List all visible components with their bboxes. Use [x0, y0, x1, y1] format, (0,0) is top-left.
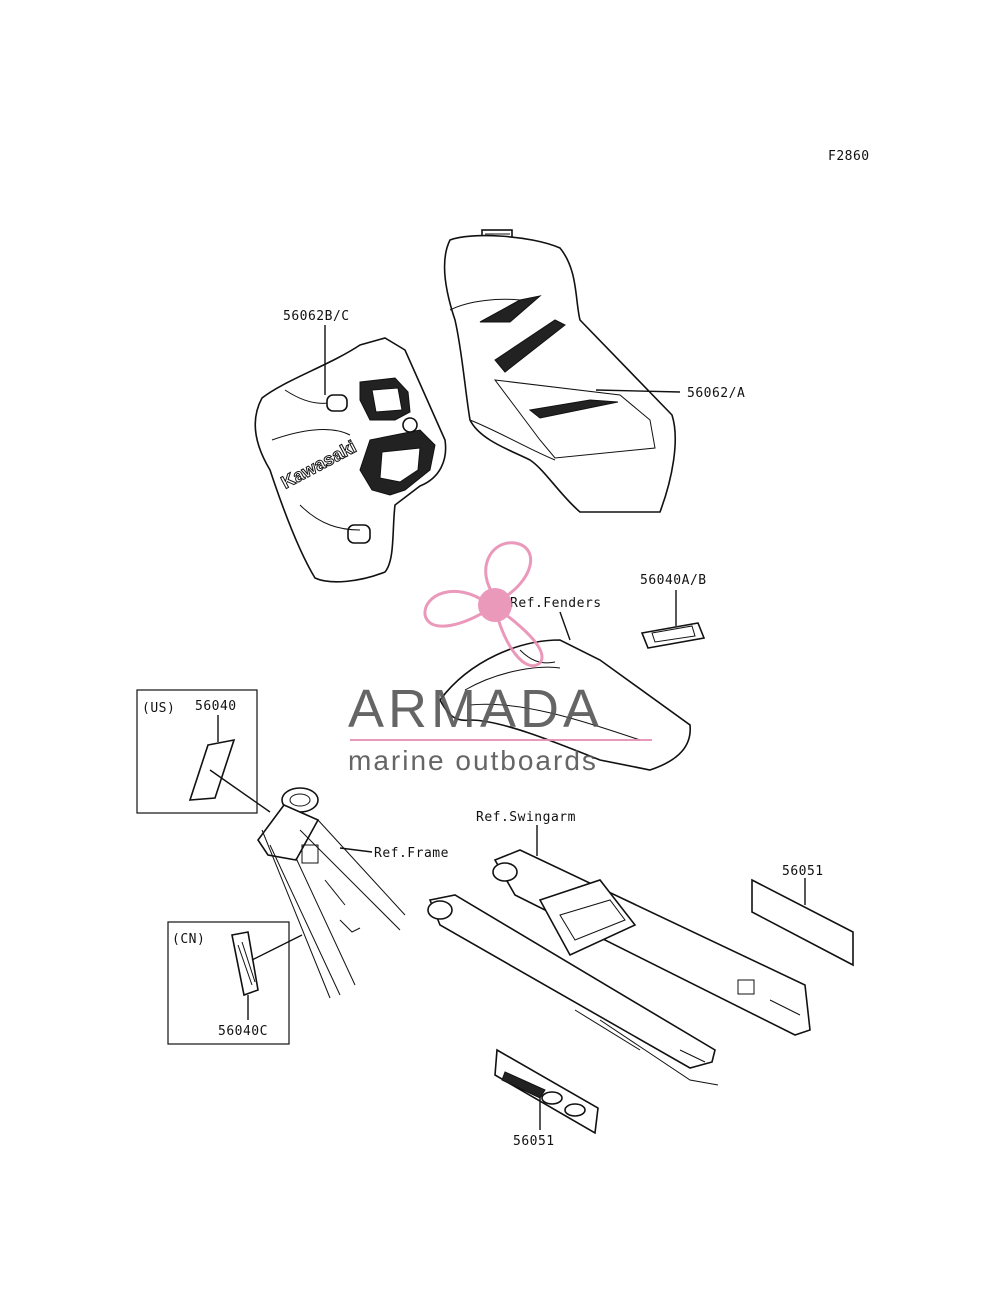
- label-ref-fenders[interactable]: Ref.Fenders: [510, 596, 602, 611]
- leader-ref-fenders: [559, 611, 571, 641]
- diagram-code: F2860: [828, 149, 870, 164]
- decal-56051-right[interactable]: [751, 878, 854, 967]
- leader-56040c-frame: [251, 934, 303, 961]
- label-ref-frame[interactable]: Ref.Frame: [374, 846, 449, 861]
- label-56062bc[interactable]: 56062B/C: [283, 309, 350, 324]
- label-56040ab[interactable]: 56040A/B: [640, 573, 707, 588]
- swingarm-part[interactable]: [427, 849, 811, 1086]
- us-region-box: [136, 689, 258, 814]
- frame-part[interactable]: [257, 787, 406, 999]
- label-56040[interactable]: 56040: [195, 699, 237, 714]
- shroud-part[interactable]: Kawasaki: [254, 337, 447, 583]
- decal-56051-bottom[interactable]: [494, 1048, 599, 1135]
- fuel-tank-part[interactable]: [443, 229, 677, 513]
- label-56040c[interactable]: 56040C: [218, 1024, 268, 1039]
- label-ref-swingarm[interactable]: Ref.Swingarm: [476, 810, 576, 825]
- emblem-part[interactable]: [640, 622, 706, 649]
- label-cn-region: (CN): [172, 932, 205, 947]
- watermark-name: ARMADA: [348, 679, 603, 739]
- label-56062a[interactable]: 56062/A: [687, 386, 745, 401]
- leader-56040-b: [209, 769, 271, 813]
- leader-56062a: [595, 389, 681, 393]
- label-56051-right[interactable]: 56051: [782, 864, 824, 879]
- label-us-region: (US): [142, 701, 175, 716]
- watermark-logo: ARMADA marine outboards: [348, 541, 652, 776]
- decal-56040[interactable]: [188, 738, 236, 801]
- rear-fender-part[interactable]: [439, 639, 691, 771]
- leader-ref-frame: [339, 847, 373, 853]
- watermark-tagline: marine outboards: [348, 745, 598, 776]
- propeller-icon: [423, 541, 544, 667]
- cn-region-box: [167, 921, 290, 1045]
- label-56051-bottom[interactable]: 56051: [513, 1134, 555, 1149]
